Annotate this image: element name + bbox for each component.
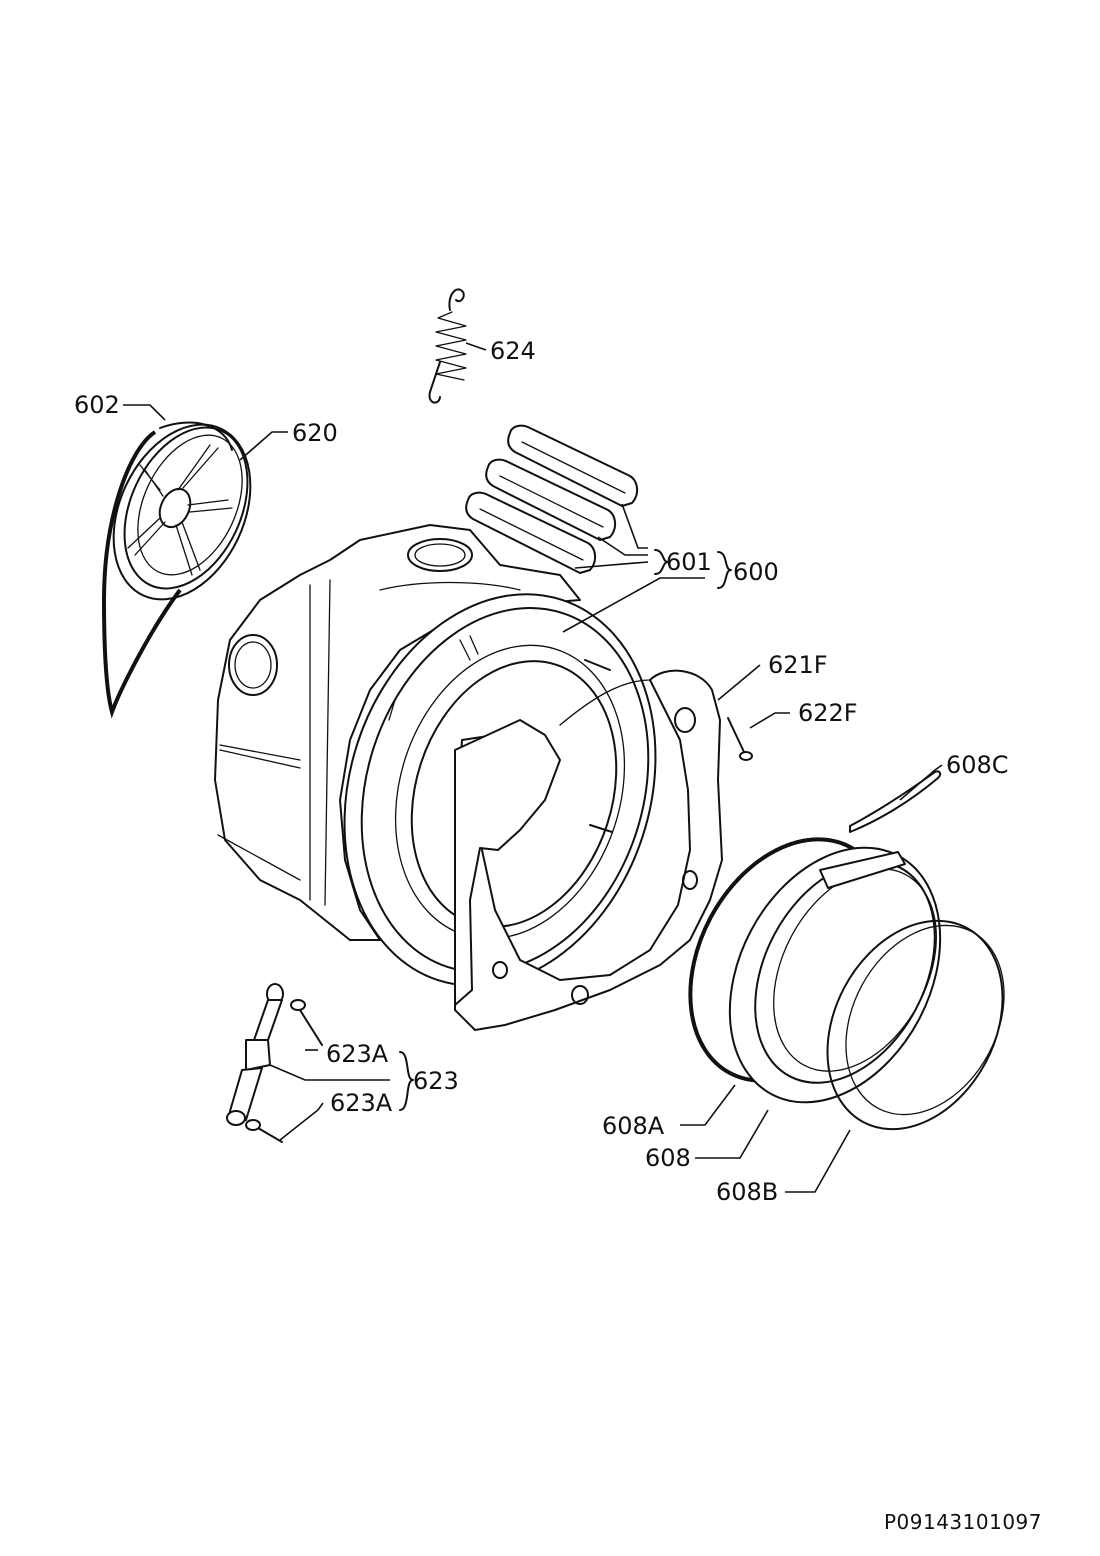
callout-623A-bottom: 623A	[330, 1089, 393, 1117]
callout-600: 600	[733, 558, 779, 586]
shock-absorber-623	[226, 983, 323, 1143]
belt-602	[101, 421, 233, 719]
callout-602: 602	[74, 391, 120, 419]
spring-624	[428, 288, 467, 404]
tub-600	[214, 524, 657, 987]
door-seal-608	[688, 837, 1005, 1131]
braces	[399, 549, 732, 1111]
lifters-601	[465, 424, 638, 574]
callout-623: 623	[413, 1067, 459, 1095]
callout-608B: 608B	[716, 1178, 778, 1206]
screw-622F	[727, 717, 753, 761]
callout-601: 601	[666, 548, 712, 576]
callout-624: 624	[490, 337, 536, 365]
callout-labels: 624 602 620 601 600 621F 622F 608C 623A …	[74, 337, 1009, 1206]
callout-608A: 608A	[602, 1112, 665, 1140]
drawing-code: P09143101097	[883, 1510, 1042, 1534]
pulley-620	[112, 423, 252, 601]
leader-lines	[123, 342, 943, 1193]
callout-620: 620	[292, 419, 338, 447]
callout-623A-top: 623A	[326, 1040, 389, 1068]
callout-621F: 621F	[768, 651, 828, 679]
callout-608: 608	[645, 1144, 691, 1172]
front-frame	[454, 669, 723, 1031]
callout-608C: 608C	[946, 751, 1009, 779]
callout-622F: 622F	[798, 699, 858, 727]
gasket-608C	[849, 770, 942, 833]
